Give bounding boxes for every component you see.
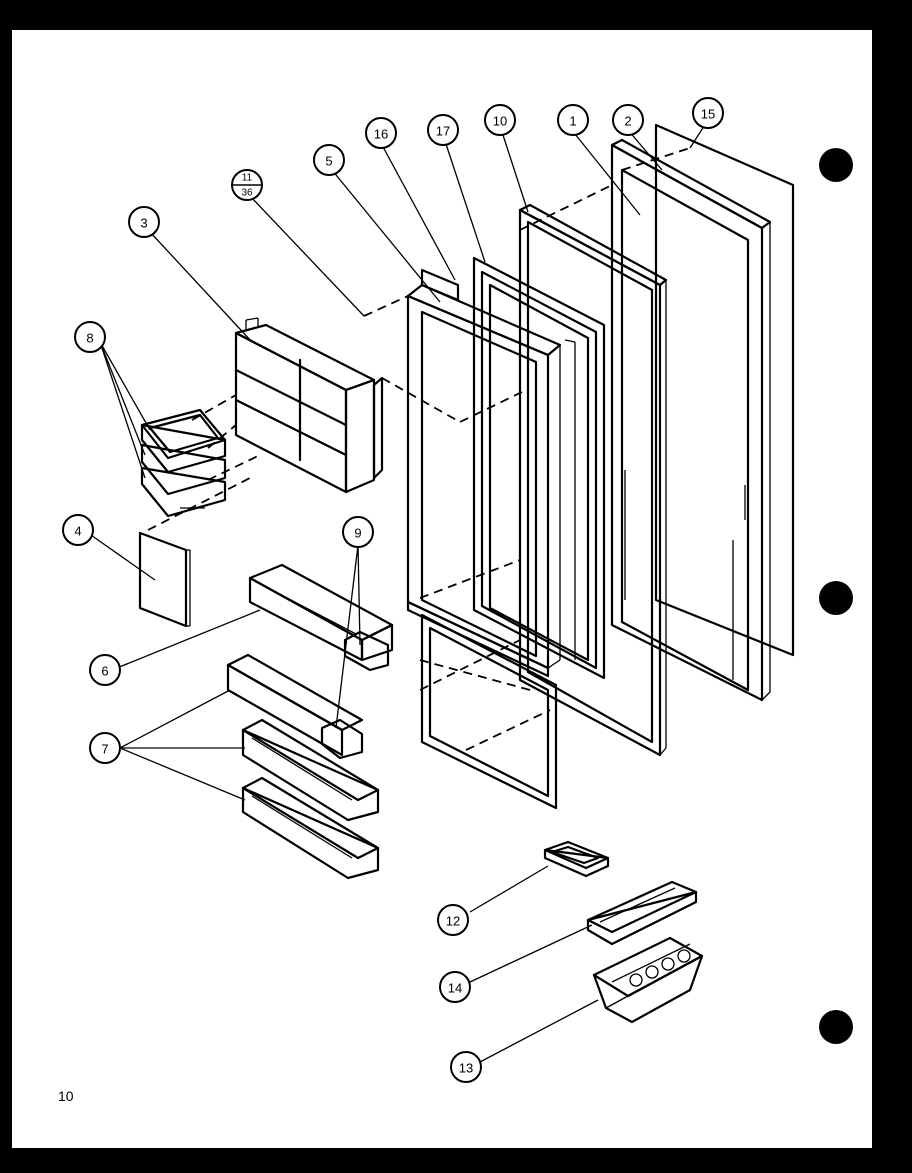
callout-11-36: 11 36 [231, 169, 263, 201]
callout-6-label: 6 [101, 664, 108, 679]
callout-14-label: 14 [448, 981, 462, 996]
callout-1-label: 1 [569, 114, 576, 129]
callout-16-label: 16 [374, 127, 388, 142]
callout-6: 6 [89, 654, 121, 686]
page-number: 10 [58, 1088, 74, 1104]
callout-9-label: 9 [354, 526, 361, 541]
callout-16: 16 [365, 117, 397, 149]
callout-17-label: 17 [436, 124, 450, 139]
callout-13: 13 [450, 1051, 482, 1083]
part-4-panel [138, 531, 191, 628]
callout-17: 17 [427, 114, 459, 146]
callout-8: 8 [74, 321, 106, 353]
callout-5: 5 [313, 144, 345, 176]
callout-7: 7 [89, 732, 121, 764]
binder-hole-bottom [819, 1010, 853, 1044]
part-7-door-bins [226, 653, 380, 880]
callout-12-label: 12 [446, 914, 460, 929]
part-14-cover [586, 880, 698, 946]
callout-9: 9 [342, 516, 374, 548]
callout-11-label: 11 [242, 173, 253, 184]
part-9-bin-ends [320, 630, 390, 760]
callout-8-label: 8 [86, 331, 93, 346]
callout-3: 3 [128, 206, 160, 238]
callout-5-label: 5 [325, 154, 332, 169]
part-12-tray [543, 840, 610, 878]
callout-13-label: 13 [459, 1061, 473, 1076]
part-16-lower-frame [420, 613, 558, 810]
callout-14: 14 [439, 971, 471, 1003]
callout-10-label: 10 [493, 114, 507, 129]
part-6-door-bin [248, 563, 394, 662]
part-3-shelf-rack [234, 317, 384, 494]
callout-36-label: 36 [241, 188, 253, 199]
binder-hole-top [819, 148, 853, 182]
part-17-gasket [472, 256, 606, 680]
callout-2: 2 [612, 104, 644, 136]
callout-4: 4 [62, 514, 94, 546]
leader-lines [87, 119, 709, 1063]
callout-2-label: 2 [624, 114, 631, 129]
binder-hole-middle [819, 581, 853, 615]
part-15-panel [654, 123, 795, 657]
callout-15-label: 15 [701, 107, 715, 122]
callout-1: 1 [557, 104, 589, 136]
part-8-containers [140, 408, 227, 518]
callout-3-label: 3 [140, 216, 147, 231]
part-13-ice-bin [592, 936, 704, 1024]
callout-12: 12 [437, 904, 469, 936]
callout-10: 10 [484, 104, 516, 136]
part-2-outer-door [610, 138, 772, 702]
assembly-lines [147, 147, 691, 751]
callout-15: 15 [692, 97, 724, 129]
callout-4-label: 4 [74, 524, 81, 539]
callout-7-label: 7 [101, 742, 108, 757]
